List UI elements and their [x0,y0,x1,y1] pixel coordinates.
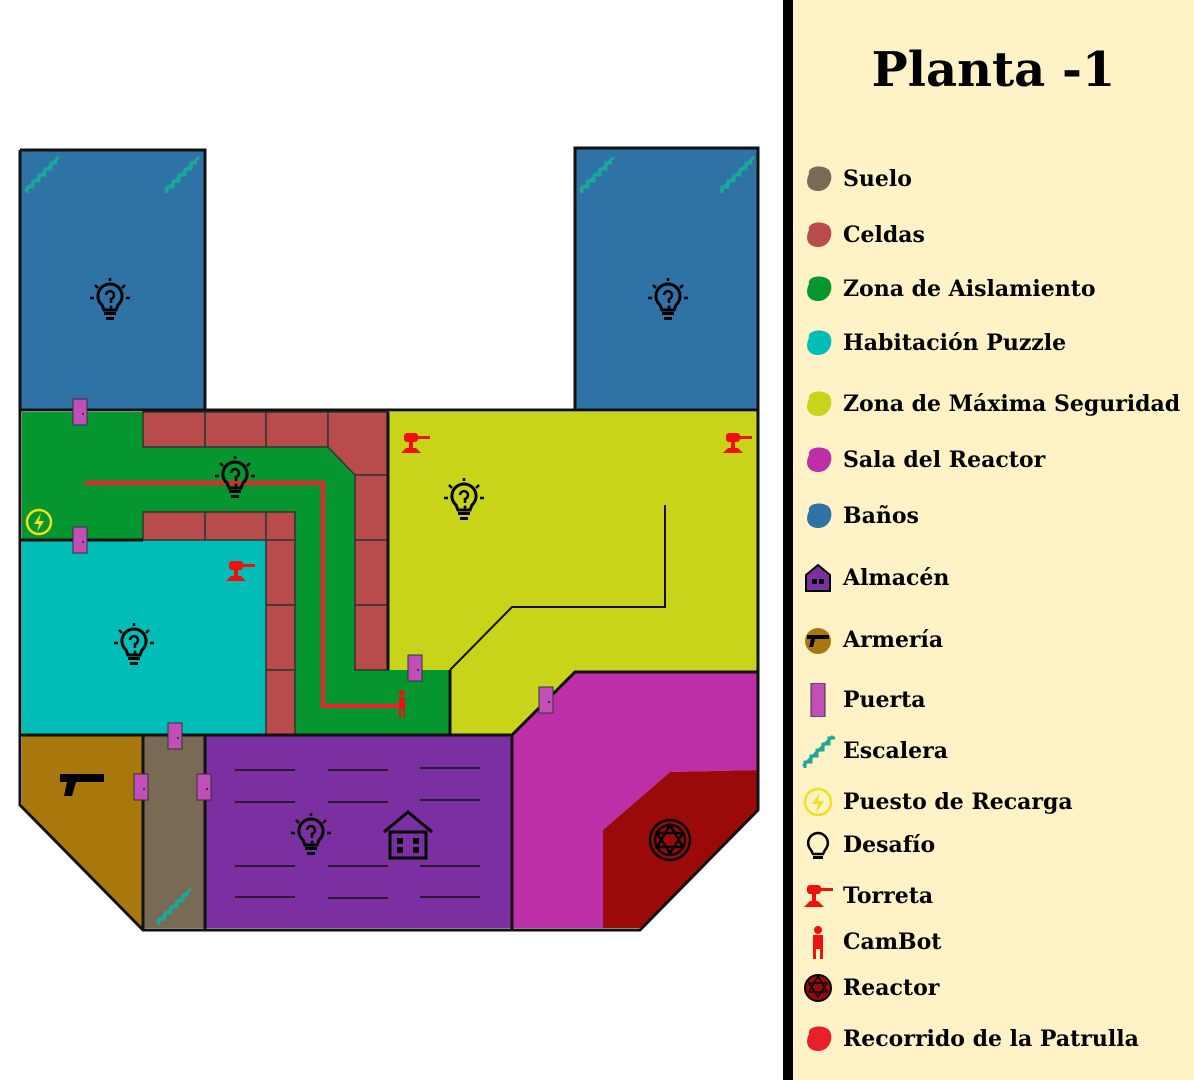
legend-label-armeria: Armería [843,627,944,653]
reactor-icon [648,818,692,862]
legend-item: Celdas [801,218,925,252]
legend-label-puerta: Puerta [843,687,926,713]
legend-label-escalera: Escalera [843,738,949,764]
legend-item: Escalera [801,734,948,768]
door-icon [407,654,423,682]
legend-label-zona-de-aislamiento: Zona de Aislamiento [843,276,1096,302]
legend-label-puesto-de-recarga: Puesto de Recarga [843,789,1073,815]
legend-label-desafio: Desafío [843,832,936,858]
room-almacen [205,735,512,928]
turret-icon [804,885,833,907]
legend-label-reactor: Reactor [843,975,940,1001]
legend-item: Zona de Máxima Seguridad [801,387,1180,421]
blob-icon [807,222,832,248]
room-suelo [143,735,205,928]
room-banos-left [20,150,205,410]
legend-item: Habitación Puzzle [801,326,1066,360]
stairs-icon [801,734,835,768]
bulb-icon [806,831,830,859]
floor-title: Planta -1 [871,42,1116,98]
blob-icon [807,503,832,529]
legend-item: Recorrido de la Patrulla [801,1022,1139,1056]
legend-label-habitacion-puzzle: Habitación Puzzle [843,330,1067,356]
legend-item: CamBot [801,925,941,959]
door-icon [167,722,183,750]
blob-icon [807,330,832,356]
legend-item: Reactor [801,971,939,1005]
legend-label-recorrido-de-la-patrulla: Recorrido de la Patrulla [843,1026,1139,1052]
legend-label-celdas: Celdas [843,222,925,248]
door-icon [538,686,554,714]
blob-icon [807,166,832,192]
bolt-icon [803,787,833,817]
warehouse-icon [805,563,831,592]
legend-item: Zona de Aislamiento [801,272,1096,306]
cells [142,411,389,736]
cambot-icon [399,690,405,718]
room-armeria [22,735,143,928]
door-icon [72,526,88,554]
legend-label-banos: Baños [843,503,919,529]
charging-station-icon [25,508,53,536]
legend-label-cambot: CamBot [843,929,942,955]
door-icon [133,773,149,801]
pistol-icon [60,774,104,796]
blob-icon [807,1026,832,1052]
divider [783,0,793,1080]
floor-plan-map [18,146,760,932]
legend-item: Desafío [801,828,935,862]
blob-icon [807,391,832,417]
room-banos-right [575,148,758,410]
legend-item: Sala del Reactor [801,443,1045,477]
blob-icon [807,447,832,473]
door-icon [196,773,212,801]
legend-label-zona-de-maxima-seguridad: Zona de Máxima Seguridad [843,391,1181,417]
legend-item: Armería [801,623,943,657]
blob-icon [807,276,832,302]
door-icon [810,683,826,717]
legend-item: Torreta [801,879,933,913]
legend-item: Suelo [801,162,912,196]
legend-label-sala-del-reactor: Sala del Reactor [843,447,1046,473]
legend-label-torreta: Torreta [843,883,934,909]
legend-label-almacen: Almacén [843,565,950,591]
room-maxima-seguridad [388,412,758,735]
room-zona-aislamiento [22,412,450,735]
patrol-route [85,481,400,708]
legend-item: Baños [801,499,919,533]
robot-icon [813,926,823,959]
legend-item: Puesto de Recarga [801,785,1073,819]
warehouse-icon [383,810,433,860]
legend-item: Almacén [801,561,949,595]
legend-item: Puerta [801,683,926,717]
pistol-icon [805,628,831,654]
room-sala-reactor [512,672,758,928]
legend-label-suelo: Suelo [843,166,912,192]
reactor-icon [804,974,832,1002]
door-icon [72,398,88,426]
